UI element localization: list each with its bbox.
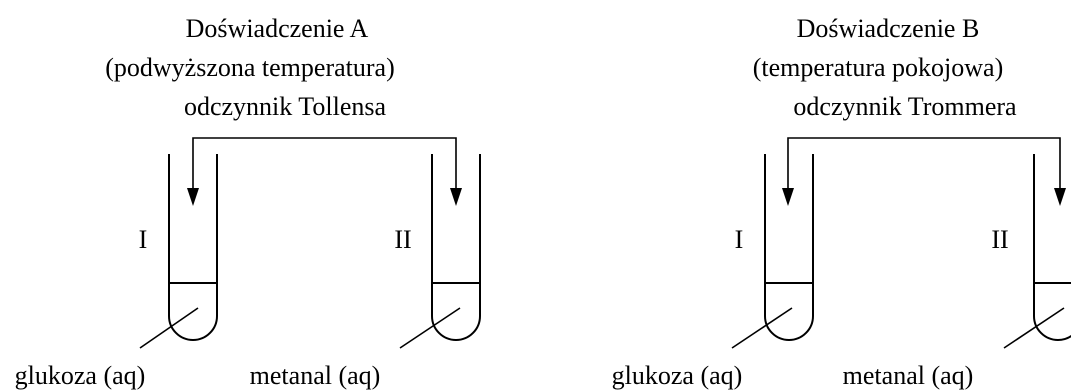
experiment-b-title: Doświadczenie B [797, 14, 980, 43]
experiment-a-reagent-arrows [187, 137, 462, 206]
sample-label: glukoza (aq) [15, 361, 146, 390]
tube-numeral: I [139, 225, 148, 254]
sample-pointer-line [731, 307, 793, 349]
test-tube [764, 154, 814, 341]
experiment-a-condition: (podwyższona temperatura) [105, 53, 394, 82]
experiment-b-reagent-arrows [782, 137, 1066, 206]
experiment-b-condition: (temperatura pokojowa) [753, 53, 1004, 82]
tube-numeral: II [991, 225, 1008, 254]
test-tube [168, 154, 218, 341]
arrow-down-icon [782, 188, 794, 206]
arrow-down-icon [1054, 188, 1066, 206]
experiment-a: Doświadczenie A (podwyższona temperatura… [15, 14, 481, 390]
test-tube [1033, 154, 1071, 341]
sample-pointer-line [139, 307, 199, 349]
test-tube [431, 154, 481, 341]
arrow-down-icon [450, 188, 462, 206]
sample-label: glukoza (aq) [612, 361, 743, 390]
sample-label: metanal (aq) [250, 361, 381, 390]
experiment-b-reagent: odczynnik Trommera [793, 92, 1017, 121]
sample-pointer-line [1003, 307, 1065, 349]
reagent-connector-line [192, 137, 457, 188]
sample-label: metanal (aq) [843, 361, 974, 390]
arrow-down-icon [187, 188, 199, 206]
experiment-a-tube-2: II metanal (aq) [250, 154, 481, 390]
reagent-connector-line [787, 137, 1061, 188]
tube-numeral: II [394, 225, 411, 254]
experiment-b: Doświadczenie B (temperatura pokojowa) o… [612, 14, 1071, 390]
experiment-b-tube-1: I glukoza (aq) [612, 154, 814, 390]
experiment-a-tube-1: I glukoza (aq) [15, 154, 218, 390]
sample-pointer-line [399, 307, 461, 349]
experiment-a-reagent: odczynnik Tollensa [184, 92, 387, 121]
experiment-b-tube-2: II metanal (aq) [843, 154, 1071, 390]
experiment-a-title: Doświadczenie A [186, 14, 369, 43]
tube-numeral: I [735, 225, 744, 254]
